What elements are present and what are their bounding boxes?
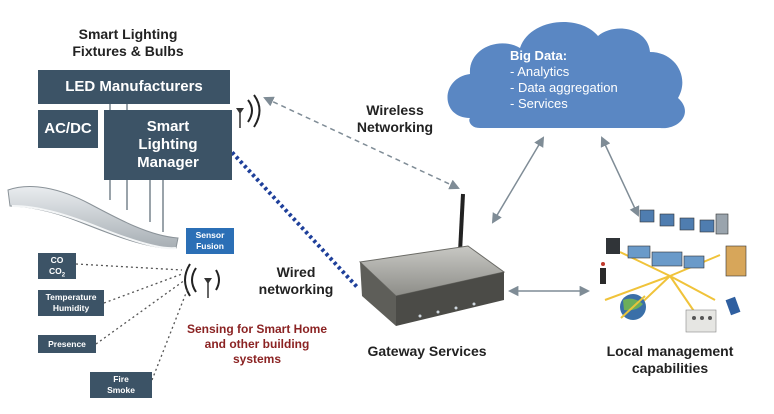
sensor-fusion-box: Sensor Fusion bbox=[186, 228, 234, 254]
local-line-1: Local management bbox=[606, 343, 734, 359]
co-line-2: CO bbox=[48, 266, 62, 276]
gateway-services-label: Gateway Services bbox=[352, 343, 502, 359]
manager-line-2: Lighting bbox=[138, 136, 198, 153]
led-manufacturers-label: LED Manufacturers bbox=[65, 78, 203, 95]
cloud-item-services: - Services bbox=[510, 96, 568, 111]
co-sensor-box: CO CO2 bbox=[38, 253, 76, 279]
acdc-label: AC/DC bbox=[44, 120, 92, 137]
temperature-humidity-box: Temperature Humidity bbox=[38, 290, 104, 316]
router-icon bbox=[358, 193, 506, 326]
sensor-fusion-line-1: Sensor bbox=[195, 230, 225, 240]
co2-subscript: 2 bbox=[61, 272, 66, 279]
cloud-item-analytics: - Analytics bbox=[510, 64, 570, 79]
title-line-2: Fixtures & Bulbs bbox=[72, 43, 184, 59]
led-manufacturers-box: LED Manufacturers bbox=[38, 70, 230, 104]
wired-line-1: Wired bbox=[276, 264, 316, 280]
diagram-title: Smart Lighting Fixtures & Bulbs bbox=[58, 26, 198, 60]
wired-link bbox=[226, 146, 360, 290]
presence-label: Presence bbox=[48, 339, 86, 349]
sensor-links bbox=[75, 263, 189, 381]
cloud-text: Big Data: - Analytics - Data aggregation… bbox=[510, 48, 670, 112]
smart-lighting-manager-box: Smart Lighting Manager bbox=[104, 110, 232, 180]
sensor-fusion-line-2: Fusion bbox=[196, 241, 224, 251]
cloud-shape bbox=[447, 22, 685, 129]
local-line-2: capabilities bbox=[631, 360, 709, 376]
local-management-label: Local management capabilities bbox=[600, 343, 740, 377]
cloud-title: Big Data: bbox=[510, 48, 568, 63]
wired-line-2: networking bbox=[258, 281, 334, 297]
co2-line: CO2 bbox=[38, 266, 76, 282]
temp-line-1: Temperature bbox=[45, 292, 97, 302]
wireless-networking-label: Wireless Networking bbox=[350, 102, 440, 136]
cloud-gateway-link bbox=[491, 136, 545, 224]
wireless-line-1: Wireless bbox=[366, 102, 424, 118]
presence-box: Presence bbox=[38, 335, 96, 353]
sensing-label: Sensing for Smart Home and other buildin… bbox=[162, 322, 352, 367]
sensing-line-1: Sensing for Smart Home bbox=[186, 322, 328, 336]
wireless-signal-icon bbox=[236, 94, 261, 128]
acdc-box: AC/DC bbox=[38, 110, 98, 148]
cloud-item-data-aggregation: - Data aggregation bbox=[510, 80, 618, 95]
wireless-line-2: Networking bbox=[356, 119, 434, 135]
co-line-1: CO bbox=[50, 255, 64, 265]
manager-line-3: Manager bbox=[137, 154, 199, 171]
local-management-devices-icon bbox=[600, 209, 747, 333]
cloud-local-link bbox=[600, 136, 640, 217]
manager-line-1: Smart bbox=[146, 118, 190, 135]
gateway-text: Gateway Services bbox=[367, 343, 487, 359]
temp-line-2: Humidity bbox=[52, 303, 90, 313]
sensor-antenna-icon bbox=[184, 263, 220, 298]
sensing-line-2: and other building bbox=[204, 337, 310, 351]
fire-line-2: Smoke bbox=[107, 385, 135, 395]
fire-smoke-box: Fire Smoke bbox=[90, 372, 152, 398]
wired-networking-label: Wired networking bbox=[246, 264, 346, 298]
fire-line-1: Fire bbox=[113, 374, 129, 384]
title-line-1: Smart Lighting bbox=[78, 26, 178, 42]
sensing-line-3: systems bbox=[232, 352, 282, 366]
